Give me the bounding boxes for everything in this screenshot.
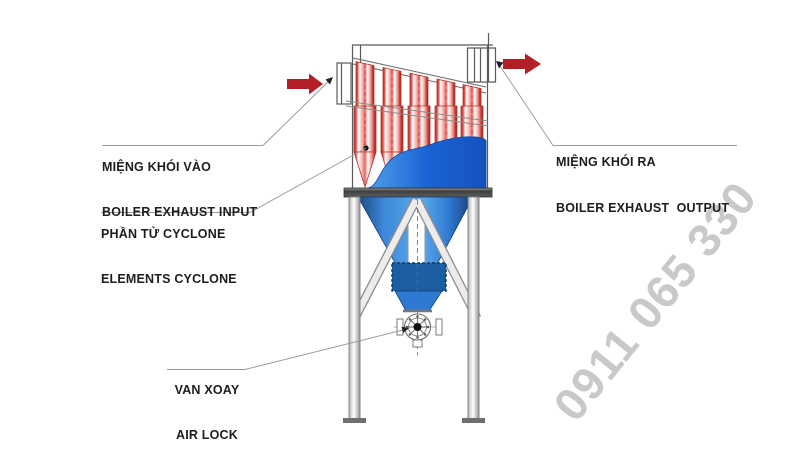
- outlet-arrow-icon: [503, 53, 541, 75]
- label-input-en: BOILER EXHAUST INPUT: [102, 205, 258, 219]
- base-plate-right: [462, 418, 485, 423]
- label-airlock-vi: VAN XOAY: [174, 383, 240, 397]
- label-output-vi: MIỆNG KHÓI RA: [556, 155, 656, 169]
- airlock-valve: [394, 313, 443, 348]
- label-elements-cyclone: PHẦN TỬ CYCLONE ELEMENTS CYCLONE: [101, 197, 237, 317]
- tube-sheet-lower: [345, 100, 489, 127]
- discharge-trapezoid: [394, 290, 443, 312]
- base-plate-left: [343, 418, 366, 423]
- frame-top-band: [343, 187, 493, 198]
- label-airlock-en: AIR LOCK: [175, 428, 238, 442]
- label-elements-vi: PHẦN TỬ CYCLONE: [101, 227, 226, 241]
- label-output-en: BOILER EXHAUST OUTPUT: [556, 201, 730, 215]
- cyclone-diagram: [101, 33, 737, 423]
- cyclone-tube: [380, 67, 404, 189]
- label-input-vi: MIỆNG KHÓI VÀO: [102, 160, 212, 174]
- label-boiler-exhaust-output: MIỆNG KHÓI RA BOILER EXHAUST OUTPUT: [556, 124, 729, 246]
- collected-dust-wave: [367, 136, 487, 189]
- drawing-canvas: 0911 065 330: [101, 33, 767, 442]
- inlet-arrow-icon: [287, 73, 323, 95]
- support-frame: [343, 196, 485, 423]
- frame-leg-left: [348, 196, 361, 421]
- label-boiler-exhaust-input: MIỆNG KHÓI VÀO BOILER EXHAUST INPUT: [102, 130, 257, 250]
- discharge-box: [391, 262, 447, 313]
- label-air-lock: VAN XOAY AIR LOCK: [165, 353, 249, 473]
- cyclone-tube: [353, 61, 377, 189]
- label-elements-en: ELEMENTS CYCLONE: [101, 272, 237, 286]
- leader-lines: [101, 62, 737, 370]
- leader-arrowheads: [325, 61, 504, 333]
- frame-leg-right: [467, 196, 480, 421]
- header-box: [336, 33, 497, 188]
